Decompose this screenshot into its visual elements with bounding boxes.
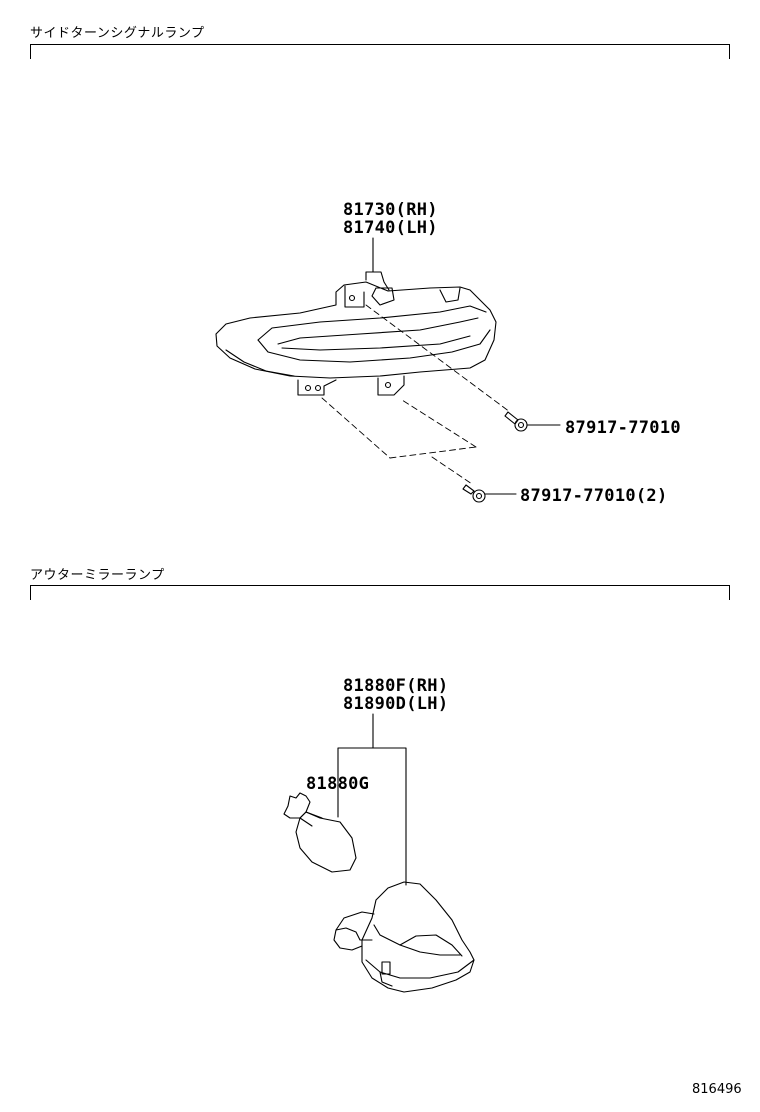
bulb-icon: [283, 792, 357, 873]
screw-icon-1: [504, 411, 561, 432]
part-number-screw-single: 87917-77010: [565, 418, 681, 438]
assembly-dashed-lines-1: [321, 304, 511, 485]
diagram-reference-number: 816496: [692, 1082, 742, 1097]
part-number-81730-rh: 81730(RH): [343, 200, 438, 220]
part-number-81880f-rh: 81880F(RH): [343, 676, 449, 696]
section-bracket-1: [30, 44, 730, 59]
mirror-lamp-illustration: [333, 881, 475, 993]
section-title-side-turn-signal: サイドターンシグナルランプ: [30, 26, 205, 41]
part-number-81890d-lh: 81890D(LH): [343, 694, 449, 714]
screw-icon-2: [462, 484, 517, 503]
side-turn-signal-lamp-illustration: [215, 237, 497, 396]
part-number-screw-double: 87917-77010(2): [520, 486, 668, 506]
section-title-outer-mirror-lamp: アウターミラーランプ: [30, 568, 165, 583]
leader-bracket-2: [337, 713, 407, 886]
part-number-81740-lh: 81740(LH): [343, 218, 438, 238]
section-bracket-2: [30, 585, 730, 600]
